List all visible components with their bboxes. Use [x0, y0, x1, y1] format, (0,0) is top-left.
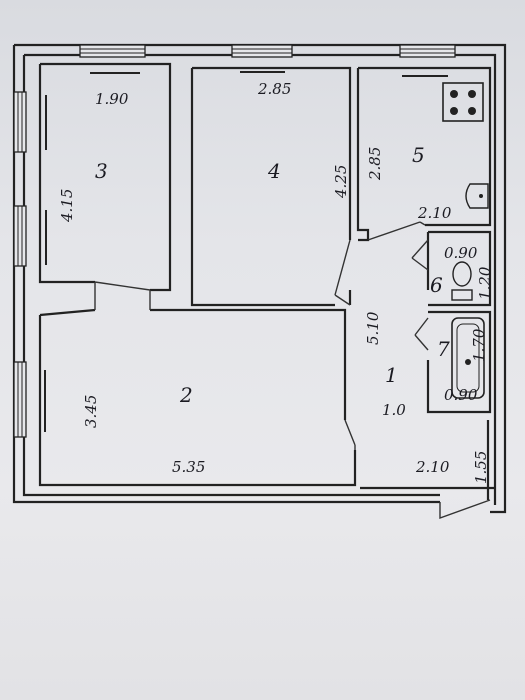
room-number-2: 2	[179, 383, 193, 407]
window-room2-left	[13, 361, 46, 438]
window-room3-left-upper	[13, 91, 47, 153]
room-number-1: 1	[385, 363, 398, 387]
dim-room6-width: 0.90	[444, 244, 478, 262]
dim-room5-width: 2.10	[417, 204, 452, 222]
dim-room6-length: 1.20	[476, 266, 494, 300]
dimension-labels: 1.90 4.15 2.85 4.25 2.85 2.10 0.90 1.20 …	[58, 80, 494, 484]
door-room5	[367, 221, 426, 241]
dim-entry-length: 1.55	[472, 451, 490, 484]
kitchen-sink-icon	[465, 183, 489, 209]
window-room3-top	[79, 44, 146, 74]
door-room4	[334, 239, 351, 306]
windows	[13, 44, 456, 438]
window-room4-top	[231, 44, 293, 73]
dim-hall-width: 1.0	[382, 401, 406, 419]
dim-room7-length: 1.70	[470, 328, 488, 362]
room-number-7: 7	[437, 337, 450, 361]
stove-icon	[442, 82, 484, 122]
dim-room2-length: 3.45	[82, 395, 100, 428]
dim-room5-length: 2.85	[366, 147, 384, 181]
dim-room3-width: 1.90	[95, 90, 129, 108]
bathtub-icon	[451, 317, 485, 399]
room-numbers: 3 4 5 6 7 1 2	[95, 143, 450, 407]
dim-room3-length: 4.15	[58, 189, 76, 223]
window-room3-left-lower	[13, 205, 47, 267]
dim-entry-width: 2.10	[415, 458, 450, 476]
room-number-6: 6	[430, 273, 443, 297]
door-room6	[411, 239, 429, 271]
interior-walls	[38, 62, 495, 500]
room-number-4: 4	[267, 159, 281, 183]
door-room2	[344, 419, 356, 450]
toilet-icon	[451, 261, 473, 301]
window-room5-top	[399, 44, 456, 77]
dim-room4-length: 4.25	[332, 165, 350, 199]
room-number-3: 3	[95, 159, 108, 183]
doors	[94, 221, 491, 519]
dim-room2-width: 5.35	[172, 458, 205, 476]
room-number-5: 5	[412, 143, 425, 167]
dim-room7-width: 0.90	[444, 386, 478, 404]
dim-hall-length: 5.10	[364, 311, 382, 345]
dim-room4-width: 2.85	[257, 80, 291, 98]
door-room7	[414, 317, 429, 351]
door-entrance	[439, 499, 491, 519]
door-room3	[94, 281, 151, 310]
